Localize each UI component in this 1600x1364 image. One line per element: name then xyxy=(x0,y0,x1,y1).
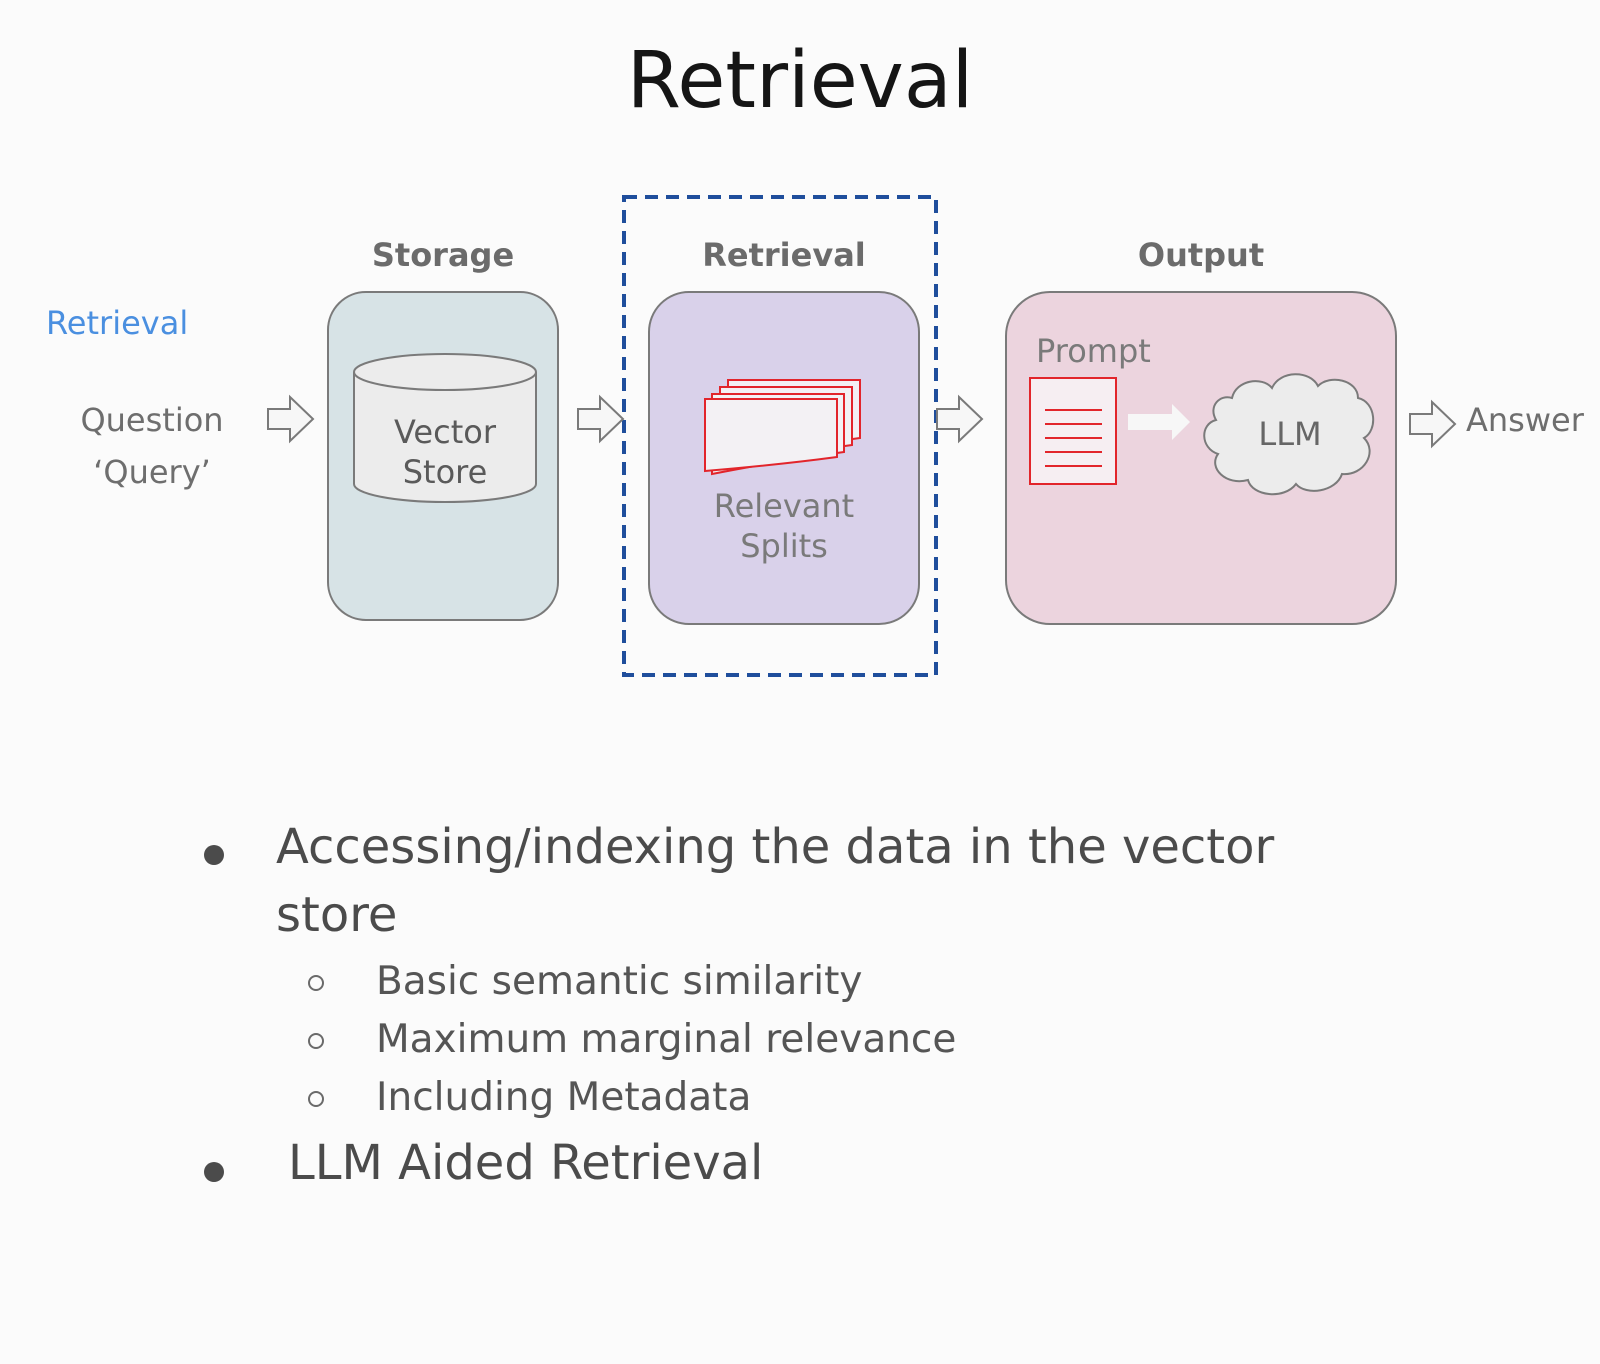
retrieval-highlight-box xyxy=(622,195,938,677)
retrieval-diagram: Retrieval Question ‘Query’ Storage Retri… xyxy=(46,195,1584,677)
sub-bullet-3: Including Metadata xyxy=(376,1075,752,1120)
sub-bullet-2: Maximum marginal relevance xyxy=(376,1017,957,1062)
storage-title: Storage xyxy=(371,236,515,274)
flow-arrows xyxy=(267,394,1457,449)
bullet-1-line1: Accessing/indexing the data in the vecto… xyxy=(276,819,1275,875)
prompt-document-icon xyxy=(1029,377,1117,485)
bullet-1-text: Accessing/indexing the data in the vecto… xyxy=(276,813,1274,949)
arrow-question-to-storage-icon xyxy=(267,394,315,444)
prompt-to-llm-arrow-icon xyxy=(1128,404,1190,440)
answer-label: Answer xyxy=(1466,401,1584,439)
sub-bullet-dot xyxy=(308,1091,324,1107)
vector-store-label: Vector Store xyxy=(354,412,536,492)
slide-title: Retrieval xyxy=(626,36,974,126)
arrow-output-to-answer-icon xyxy=(1409,399,1457,449)
relevant-splits-label-line1: Relevant xyxy=(713,487,855,525)
diagram-graphics xyxy=(267,195,1457,677)
relevant-splits-label: Relevant Splits xyxy=(649,486,919,566)
sub-bullet-1: Basic semantic similarity xyxy=(376,959,863,1004)
sub-bullet-dot xyxy=(308,1033,324,1049)
sub-bullet-dot xyxy=(308,975,324,991)
llm-label: LLM xyxy=(1258,415,1322,453)
output-title: Output xyxy=(1137,236,1265,274)
bullet-1-line2: store xyxy=(276,887,398,943)
bullet-2-text: LLM Aided Retrieval xyxy=(288,1135,764,1191)
vector-store-cylinder-icon xyxy=(353,353,537,503)
llm-cloud-icon xyxy=(1203,373,1374,496)
vector-store-label-line1: Vector xyxy=(394,413,496,451)
relevant-splits-label-line2: Splits xyxy=(740,527,828,565)
question-label-line2: ‘Query’ xyxy=(93,453,211,491)
question-label-line1: Question xyxy=(80,401,224,439)
bullet-dot xyxy=(204,845,224,865)
side-label-retrieval: Retrieval xyxy=(46,304,189,342)
retrieval-stage-title: Retrieval xyxy=(702,236,866,274)
relevant-splits-stack-icon xyxy=(704,379,861,476)
question-label: Question ‘Query’ xyxy=(70,394,234,498)
vector-store-label-line2: Store xyxy=(402,453,488,491)
bullet-dot xyxy=(204,1162,224,1182)
arrow-storage-to-retrieval-icon xyxy=(577,394,625,444)
prompt-label: Prompt xyxy=(1036,332,1151,370)
arrow-retrieval-to-output-icon xyxy=(936,394,984,444)
